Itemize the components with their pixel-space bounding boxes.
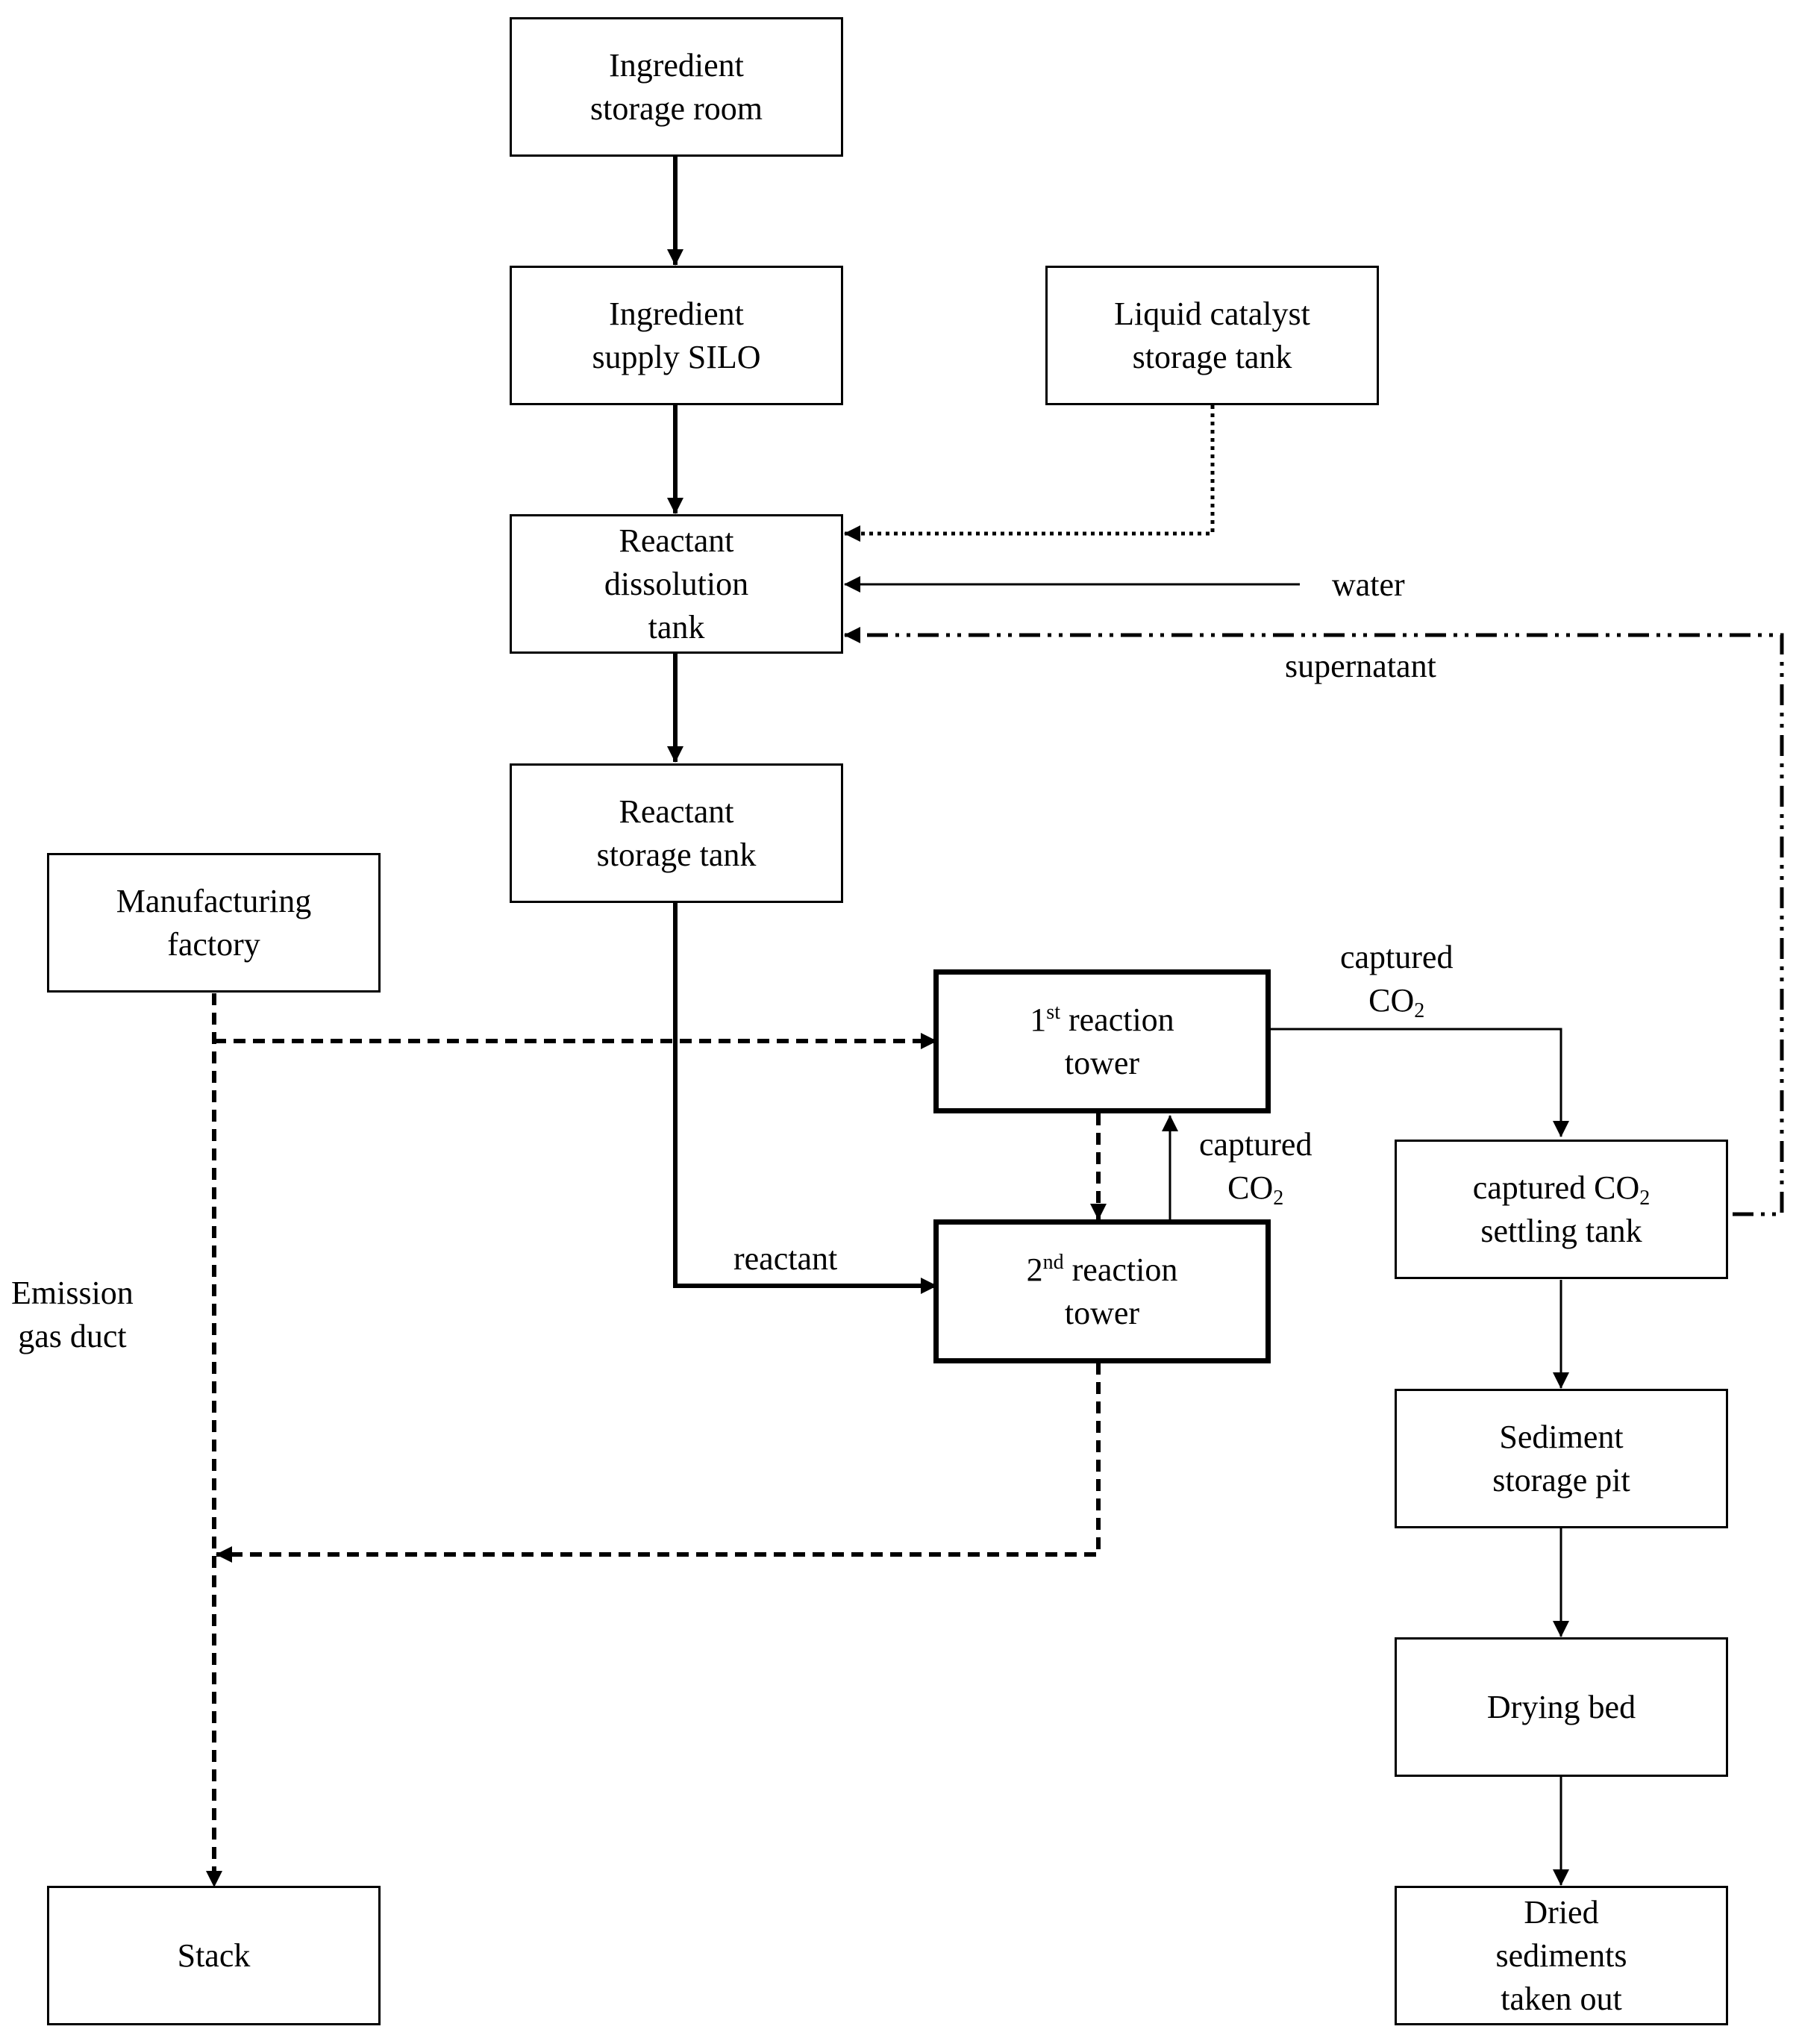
arrow-tower-1-co2-to-settling-tank <box>1270 1028 1569 1137</box>
reactant-label: reactant <box>733 1240 838 1277</box>
co2-text: CO <box>1368 982 1415 1019</box>
box-label-line: tank <box>648 608 705 646</box>
box-label-line: Reactant <box>619 793 734 830</box>
box-label-line: dissolution <box>604 565 749 602</box>
box-label-line: storage tank <box>1132 338 1292 375</box>
manufacturing-factory-box: Manufacturing factory <box>47 853 381 993</box>
second-reaction-tower-box: 2nd reaction tower <box>933 1219 1271 1363</box>
first-reaction-tower-box: 1st reaction tower <box>933 969 1271 1113</box>
box-label-line: Ingredient <box>609 295 744 332</box>
box-label-line: Reactant <box>619 522 734 559</box>
co2-text: CO <box>1227 1169 1274 1206</box>
box-label-line: Stack <box>177 1937 251 1974</box>
box-label-line: sediments <box>1495 1937 1627 1974</box>
water-label: water <box>1332 566 1405 603</box>
emission-gas-duct-label: Emission gas duct <box>11 1272 134 1358</box>
box-label-line: factory <box>167 925 260 963</box>
dried-sediments-box: Dried sediments taken out <box>1395 1886 1728 2025</box>
supernatant-label: supernatant <box>1285 648 1436 684</box>
reactant-dissolution-tank-box: Reactant dissolution tank <box>510 514 843 654</box>
box-label-line: Sediment <box>1499 1418 1624 1455</box>
arrow-reactant-to-tower-2 <box>673 903 937 1294</box>
captured-co2-top-label: captured CO2 <box>1340 936 1453 1022</box>
tower-number: 2 <box>1026 1251 1043 1288</box>
subscript-2: 2 <box>1639 1186 1651 1210</box>
tower-ordinal-suffix: st <box>1046 1000 1060 1024</box>
arrow-supernatant-return <box>844 627 1784 1216</box>
reactant-storage-tank-box: Reactant storage tank <box>510 763 843 903</box>
box-label-line: storage tank <box>596 836 757 873</box>
settling-tank-title: captured CO <box>1472 1169 1640 1206</box>
label-line: gas duct <box>18 1318 127 1354</box>
label-line: captured <box>1199 1126 1313 1163</box>
box-label-line: tower <box>1064 1294 1140 1331</box>
box-label-line: supply SILO <box>592 338 761 375</box>
box-label-line: Drying bed <box>1486 1688 1636 1725</box>
box-label-line: tower <box>1064 1044 1140 1081</box>
box-label-line: Dried <box>1524 1893 1599 1931</box>
subscript-2: 2 <box>1414 999 1425 1022</box>
ingredient-supply-silo-box: Ingredient supply SILO <box>510 266 843 405</box>
ingredient-storage-room-box: Ingredient storage room <box>510 17 843 157</box>
box-label-line: captured CO2 <box>1473 1166 1651 1210</box>
captured-co2-settling-tank-box: captured CO2 settling tank <box>1395 1140 1728 1279</box>
box-label-line: 1st reaction <box>1030 998 1174 1042</box>
box-label-line: 2nd reaction <box>1027 1248 1178 1292</box>
tower-name: reaction <box>1063 1251 1178 1288</box>
arrow-tower-2-exhaust-to-duct <box>216 1363 1101 1563</box>
stack-box: Stack <box>47 1886 381 2025</box>
box-label-line: settling tank <box>1480 1212 1642 1249</box>
label-line: captured <box>1340 939 1454 975</box>
box-label-line: Manufacturing <box>116 882 312 919</box>
sediment-storage-pit-box: Sediment storage pit <box>1395 1389 1728 1528</box>
arrow-catalyst-to-dissolution-tank <box>844 405 1215 542</box>
drying-bed-box: Drying bed <box>1395 1637 1728 1777</box>
liquid-catalyst-storage-tank-box: Liquid catalyst storage tank <box>1045 266 1379 405</box>
tower-ordinal-suffix: nd <box>1042 1250 1064 1274</box>
captured-co2-mid-label: captured CO2 <box>1199 1123 1312 1210</box>
label-line: CO2 <box>1340 979 1453 1022</box>
box-label-line: storage room <box>590 90 763 127</box>
subscript-2: 2 <box>1273 1187 1284 1210</box>
box-label-line: Ingredient <box>609 46 744 84</box>
label-line: Emission <box>11 1275 134 1311</box>
tower-number: 1 <box>1030 1001 1047 1038</box>
tower-name: reaction <box>1060 1001 1174 1038</box>
box-label-line: storage pit <box>1492 1461 1630 1498</box>
box-label-line: taken out <box>1501 1980 1622 2017</box>
label-line: CO2 <box>1199 1166 1312 1210</box>
box-label-line: Liquid catalyst <box>1114 295 1310 332</box>
